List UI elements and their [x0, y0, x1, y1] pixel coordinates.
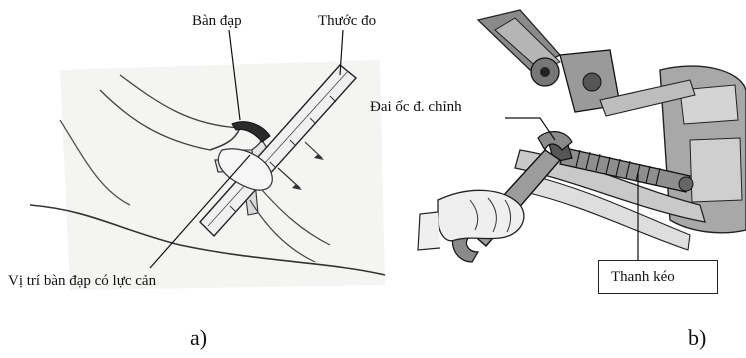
label-pull-rod: Thanh kéo	[611, 268, 675, 286]
label-pedal-position: Vị trí bàn đạp có lực cản	[8, 272, 156, 290]
label-ruler: Thước đo	[318, 12, 376, 30]
panel-b-illustration	[418, 10, 746, 262]
caption-b: b)	[688, 326, 706, 350]
label-pull-rod-box: Thanh kéo	[598, 260, 718, 294]
label-pedal: Bàn đạp	[192, 12, 242, 30]
label-adjust-nut: Đai ốc đ. chỉnh	[370, 98, 462, 116]
caption-a: a)	[190, 326, 207, 350]
